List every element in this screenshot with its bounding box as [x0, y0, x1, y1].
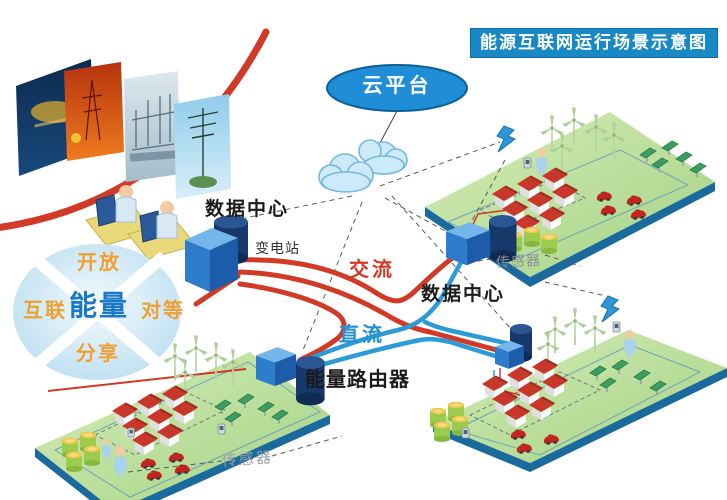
energy-concept-ellipse — [13, 244, 181, 380]
venn-energy-label: 能量 — [69, 290, 130, 321]
sensor-device-icon — [461, 427, 470, 439]
battery-storage-icon — [541, 233, 557, 254]
venn-interconnect-label: 互联 — [23, 300, 67, 322]
wind-turbine-icon — [563, 308, 587, 345]
energy-router-label: 能量路由器 — [305, 369, 410, 391]
sensor-device-icon — [217, 423, 226, 435]
ac-line-to-energy-router — [237, 281, 347, 363]
energy-infrastructure-photos — [16, 59, 231, 199]
dc-line-upper — [422, 319, 513, 347]
dashed-network-links — [127, 141, 607, 473]
dc-line-lower — [299, 336, 511, 373]
venn-peer-label: 对等 — [141, 300, 185, 322]
battery-storage-icon — [66, 451, 82, 472]
substation-label: 变电站 — [255, 240, 300, 256]
operators-at-computers — [85, 185, 197, 260]
energy-lines — [193, 247, 513, 373]
sensor-right-label: 传感器 — [495, 251, 542, 271]
sensor-device-icon — [127, 427, 135, 438]
data-center-main-label: 数据中心 — [205, 199, 290, 220]
battery-storage-icon — [524, 226, 540, 247]
dc-line-label: 直流 — [339, 324, 385, 346]
cloud-platform-label: 云平台 — [362, 75, 432, 97]
cloud-to-platform-link — [379, 110, 398, 144]
photo-transmission-tower-sunset — [64, 62, 124, 161]
data-center-main-icon — [185, 215, 248, 292]
photo-utility-pole — [174, 94, 231, 199]
charging-station-icon — [523, 157, 532, 169]
ac-line-to-right-router — [237, 247, 467, 304]
lightning-bolt-icon — [496, 125, 516, 153]
dc-line-to-right-router — [303, 252, 469, 363]
microgrid-platform-bottom-right — [433, 330, 727, 472]
venn-share-label: 分享 — [76, 343, 120, 365]
smart-meter-icon — [612, 321, 621, 333]
photo-substation — [124, 71, 180, 182]
router-bottom-right-icon — [495, 324, 532, 369]
operator-person-icon — [156, 212, 178, 239]
data-center-right-label: 数据中心 — [421, 284, 506, 305]
ac-line-to-bottom-router — [237, 269, 507, 355]
ac-line-label: 交流 — [349, 259, 395, 281]
cloud-platform-ellipse — [326, 64, 468, 112]
diagram-title: 能源互联网运行场景示意图 — [470, 28, 718, 58]
cloud-icon — [318, 139, 408, 193]
venn-open-label: 开放 — [77, 252, 121, 274]
computer-screen-icon — [95, 194, 118, 227]
lightning-bolt-icon — [600, 295, 620, 323]
battery-storage-icon — [84, 445, 100, 466]
operator-person-icon — [115, 196, 137, 223]
battery-storage-icon — [434, 421, 450, 442]
wind-turbine-icon — [184, 335, 208, 372]
